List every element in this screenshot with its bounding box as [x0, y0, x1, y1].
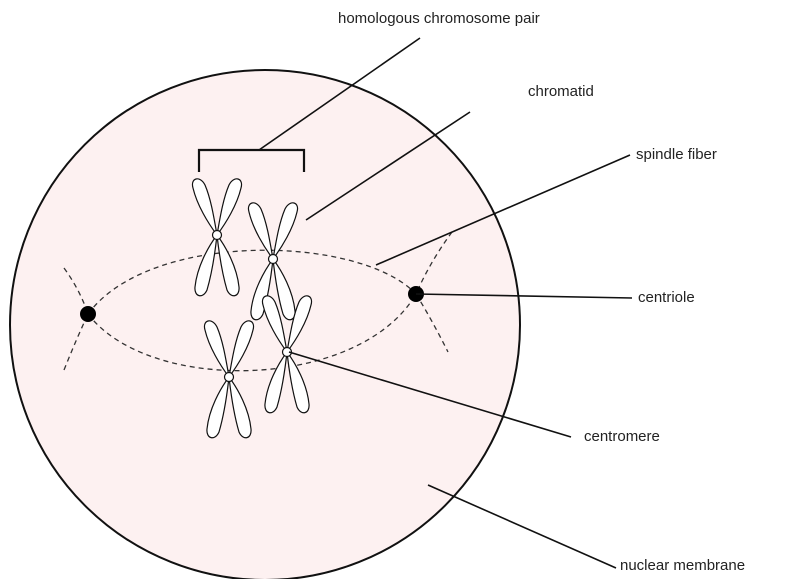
label-chromatid: chromatid	[528, 83, 594, 101]
label-spindle-fiber: spindle fiber	[636, 146, 717, 164]
label-centriole: centriole	[638, 289, 695, 307]
label-nuclear-membrane: nuclear membrane	[620, 557, 745, 575]
centriole-left	[80, 306, 96, 322]
label-centromere: centromere	[584, 428, 660, 446]
leader-nuclear-membrane	[428, 485, 616, 568]
label-homologous-pair: homologous chromosome pair	[338, 10, 540, 28]
